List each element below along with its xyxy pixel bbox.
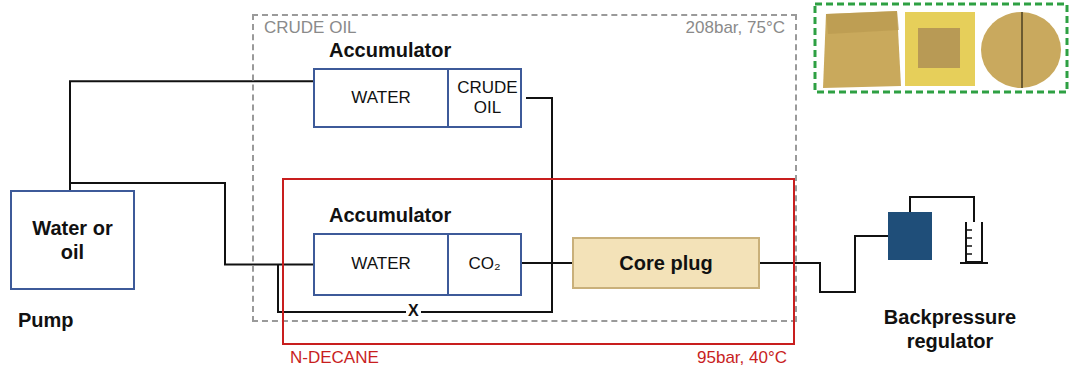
fluid-cell: CRUDE OIL xyxy=(447,70,526,126)
core-photo xyxy=(815,4,1067,92)
core-label: Core plug xyxy=(619,251,712,275)
pipe-line xyxy=(526,98,572,263)
regulator-symbol: Backpressure regulator xyxy=(888,212,932,260)
accumulator-label: Accumulator xyxy=(329,203,451,227)
condition-label: 208bar, 75°C xyxy=(686,18,785,38)
regulator-label: Backpressure regulator xyxy=(855,305,1045,353)
core-plug: Core plug xyxy=(572,237,760,289)
valve-mark: X xyxy=(406,302,421,320)
fluid-cell: WATER xyxy=(315,235,447,294)
fluid-cell: CO₂ xyxy=(447,235,520,294)
pipe-line xyxy=(760,236,888,292)
condition-region: N-DECANE95bar, 40°CAccumulatorWATERCO₂Co… xyxy=(282,178,795,345)
pipe-line xyxy=(70,81,315,190)
accumulator: AccumulatorWATERCRUDE OIL xyxy=(313,68,522,128)
fluid-label: WATER xyxy=(351,88,411,108)
region-label: N-DECANE xyxy=(290,348,379,368)
condition-label: 95bar, 40°C xyxy=(697,348,787,368)
fluid-label: CRUDE OIL xyxy=(449,78,526,119)
region-label: CRUDE OIL xyxy=(264,18,357,38)
fluid-label: CO₂ xyxy=(468,254,500,274)
pump-label: Pump xyxy=(18,308,74,332)
accumulator: AccumulatorWATERCO₂ xyxy=(313,233,522,296)
pump-box: Water or oilPump xyxy=(10,190,135,290)
accumulator-label: Accumulator xyxy=(329,38,451,62)
fluid-label: WATER xyxy=(351,254,411,274)
fluid-cell: WATER xyxy=(315,70,447,126)
box-label: Water or oil xyxy=(31,216,115,264)
graduated-cylinder xyxy=(960,222,988,263)
pipe-line xyxy=(520,262,572,264)
